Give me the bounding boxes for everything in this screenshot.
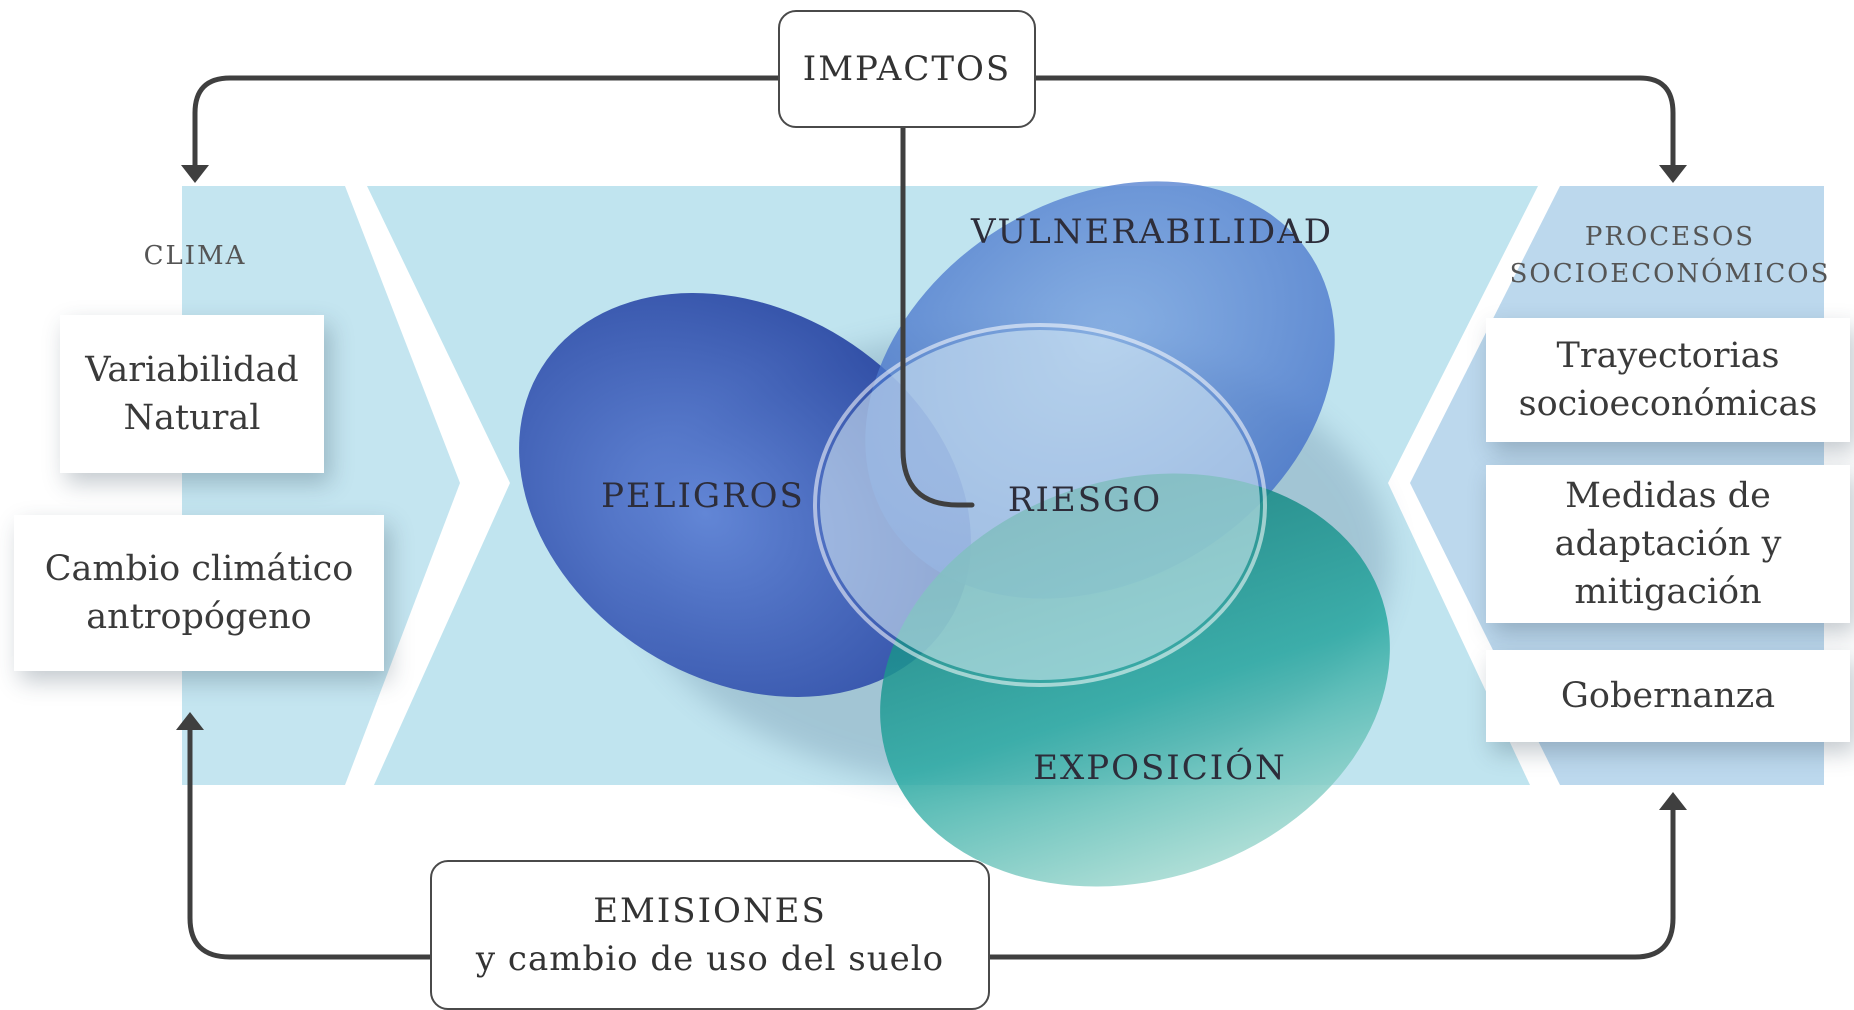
risk-label: RIESGO [1007,480,1163,520]
connector-lines [187,75,1676,960]
emissions-box: EMISIONES y cambio de uso del suelo [430,860,990,1010]
hazards-label: PELIGROS [601,476,805,516]
arrowhead-socio-bottom [1659,792,1687,810]
arrow-impacts-to-climate [192,75,781,173]
climate-heading: CLIMA [143,241,247,271]
arrowheads [176,165,1687,810]
socio-heading: PROCESOS SOCIOECONÓMICOS [1490,219,1850,293]
arrowhead-socio-top [1659,165,1687,183]
socioeconomic-trajectories-box: Trayectorias socioeconómicas [1486,318,1850,442]
exposure-label: EXPOSICIÓN [1033,748,1287,788]
vulnerability-label: VULNERABILIDAD [970,212,1333,252]
socio-heading-line1: PROCESOS [1584,222,1756,252]
impacts-label: IMPACTOS [802,49,1012,89]
socio-heading-line2: SOCIOECONÓMICOS [1509,259,1831,289]
anthropogenic-climate-change-box: Cambio climático antropógeno [14,515,384,671]
risk-area [820,330,1260,680]
natural-variability-box: Variabilidad Natural [60,315,324,473]
emissions-title: EMISIONES [593,891,827,931]
impacts-box: IMPACTOS [778,10,1036,128]
arrow-emissions-to-socio [985,802,1676,960]
arrowhead-climate-bottom [176,712,204,730]
risk-rim [813,323,1267,687]
arrow-impacts-to-socio [1031,75,1676,173]
emissions-subtitle: y cambio de uso del suelo [475,939,945,979]
arrowhead-climate-top [181,165,209,183]
impacts-to-risk-line [900,122,975,508]
arrow-emissions-to-climate [187,722,433,960]
governance-box: Gobernanza [1486,650,1850,742]
adaptation-mitigation-box: Medidas de adaptación y mitigación [1486,465,1850,623]
